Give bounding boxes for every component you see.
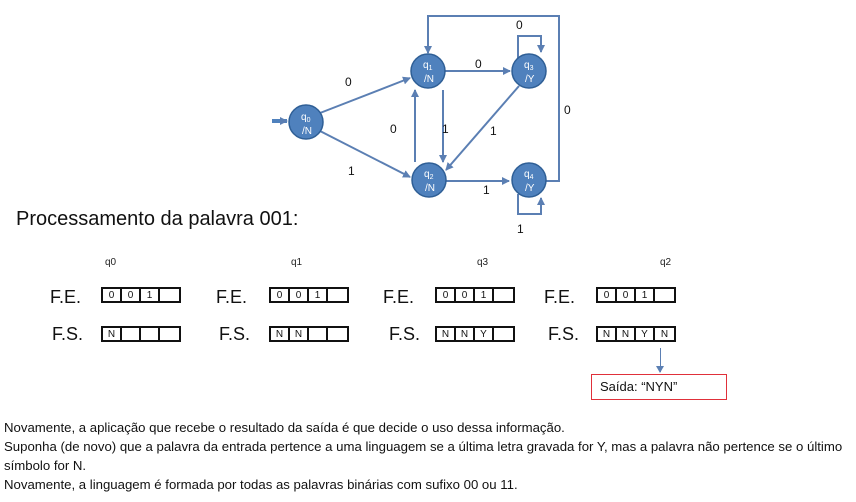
tape-cell [122, 328, 141, 340]
edge-q4-loop [517, 194, 545, 215]
fe-label: F.E. [544, 287, 576, 307]
svg-text:q4: q4 [524, 169, 534, 181]
edge-label-q1-q3: 0 [475, 57, 482, 71]
output-tape: N N Y [435, 326, 515, 342]
tape-cell [160, 328, 179, 340]
input-tape: 0 0 1 [435, 287, 515, 303]
edge-label-q4-q1: 0 [564, 103, 571, 117]
edge-label-q0-q2: 1 [348, 164, 355, 178]
svg-text:/N: /N [425, 183, 435, 194]
tape-cell: N [456, 328, 475, 340]
input-tape: 0 0 1 [596, 287, 676, 303]
fe-label: F.E. [50, 287, 82, 307]
svg-text:q1: q1 [423, 60, 433, 72]
tape-cell [328, 289, 347, 301]
tape-cell: N [660, 329, 669, 340]
svg-text:q3: q3 [524, 60, 534, 72]
output-tape: N N Y N [596, 326, 676, 342]
edge-q0-q1 [319, 76, 411, 114]
input-tape: 0 0 1 [269, 287, 349, 303]
svg-text:/Y: /Y [525, 74, 535, 85]
edge-label-q3-loop: 0 [516, 18, 523, 32]
svg-text:q2: q2 [424, 169, 434, 181]
svg-text:q0: q0 [301, 112, 311, 124]
processing-title: Processamento da palavra 001: [16, 208, 299, 230]
svg-text:/Y: /Y [525, 183, 535, 194]
edge-label-q3-q2: 1 [490, 124, 497, 138]
step-state-label: q2 [660, 257, 672, 268]
tape-cell: 0 [437, 289, 456, 301]
fs-label: F.S. [548, 324, 580, 344]
tape-cell [328, 328, 347, 340]
input-tape: 0 0 1 [101, 287, 181, 303]
tape-cell: 0 [456, 289, 475, 301]
tape-cell: 1 [141, 289, 160, 301]
edge-q0-q2 [319, 130, 411, 178]
tape-cell: N [617, 328, 636, 340]
tape-cell: 0 [598, 289, 617, 301]
step-state-label: q0 [105, 257, 117, 268]
output-result-box: Saída: “NYN” [591, 374, 727, 400]
tape-cell: Y [475, 328, 494, 340]
tape-cell: N [437, 328, 456, 340]
output-tape: N N [269, 326, 349, 342]
tape-cell: N [290, 328, 309, 340]
tape-cell [141, 328, 160, 340]
tape-cell [655, 289, 674, 301]
edge-label-q1-q2: 1 [442, 122, 449, 136]
paragraph-line: Suponha (de novo) que a palavra da entra… [4, 439, 843, 473]
tape-cell: N [271, 328, 290, 340]
state-node-q0: q0 /N [288, 104, 324, 140]
edge-q3-loop [517, 35, 545, 58]
tape-cell [494, 289, 513, 301]
tape-cell: 0 [290, 289, 309, 301]
tape-cell: 0 [617, 289, 636, 301]
state-node-q2: q2 /N [411, 162, 447, 198]
fs-label: F.S. [52, 324, 84, 344]
step-state-label: q1 [291, 257, 303, 268]
fs-label: F.S. [219, 324, 251, 344]
fs-label: F.S. [389, 324, 421, 344]
tape-cell: Y [636, 328, 655, 340]
state-node-q3: q3 /Y [511, 53, 547, 89]
edge-q3-q2 [445, 85, 520, 171]
edge-label-q4-loop: 1 [517, 222, 524, 236]
edge-label-q0-q1: 0 [345, 75, 352, 89]
output-arrow-line [660, 348, 661, 372]
edge-q4-q1 [424, 15, 560, 182]
tape-cell [160, 289, 179, 301]
tape-cell [494, 328, 513, 340]
fe-label: F.E. [216, 287, 248, 307]
tape-cell: N [103, 328, 122, 340]
tape-cell: 0 [122, 289, 141, 301]
edge-label-q2-q1: 0 [390, 122, 397, 136]
paragraph-line: Novamente, a aplicação que recebe o resu… [4, 420, 565, 435]
paragraph-line: Novamente, a linguagem é formada por tod… [4, 477, 518, 492]
svg-text:/N: /N [302, 126, 312, 137]
state-node-q4: q4 /Y [511, 162, 547, 198]
tape-cell: 1 [636, 289, 655, 301]
tape-cell [309, 328, 328, 340]
tape-cell: 1 [309, 289, 328, 301]
fe-label: F.E. [383, 287, 415, 307]
tape-cell: N [598, 328, 617, 340]
output-tape: N [101, 326, 181, 342]
svg-text:/N: /N [424, 74, 434, 85]
step-state-label: q3 [477, 257, 489, 268]
edge-label-q2-q4: 1 [483, 183, 490, 197]
output-arrow-head [656, 366, 664, 373]
tape-cell: 0 [103, 289, 122, 301]
tape-cell: 0 [271, 289, 290, 301]
tape-cell: 1 [475, 289, 494, 301]
state-node-q1: q1 /N [410, 53, 446, 89]
explanation-text: Novamente, a aplicação que recebe o resu… [4, 418, 854, 494]
